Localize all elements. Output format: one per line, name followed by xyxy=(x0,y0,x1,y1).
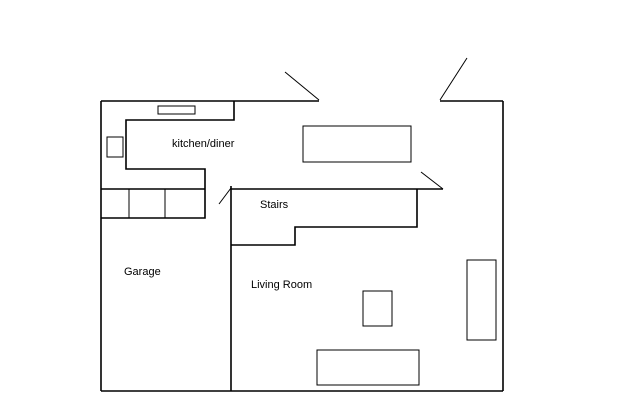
coffee-table xyxy=(362,290,393,327)
stairs-step xyxy=(231,189,418,246)
kitchen-appliance xyxy=(106,136,124,158)
dining-table xyxy=(302,125,412,163)
stairs-label: Stairs xyxy=(260,199,289,211)
internal-door-swing xyxy=(218,187,232,205)
living-room-label: Living Room xyxy=(251,279,313,291)
door-left-swing xyxy=(284,71,320,101)
kitchen-counter xyxy=(101,101,235,219)
kitchen-window-unit xyxy=(157,105,196,115)
sofa xyxy=(316,349,420,386)
stairs-door-swing xyxy=(420,171,444,190)
kitchen-label: kitchen/diner xyxy=(172,138,235,150)
side-unit xyxy=(466,259,497,341)
door-right-swing xyxy=(439,57,468,101)
outer-walls xyxy=(100,100,504,392)
garage-label: Garage xyxy=(124,266,161,278)
